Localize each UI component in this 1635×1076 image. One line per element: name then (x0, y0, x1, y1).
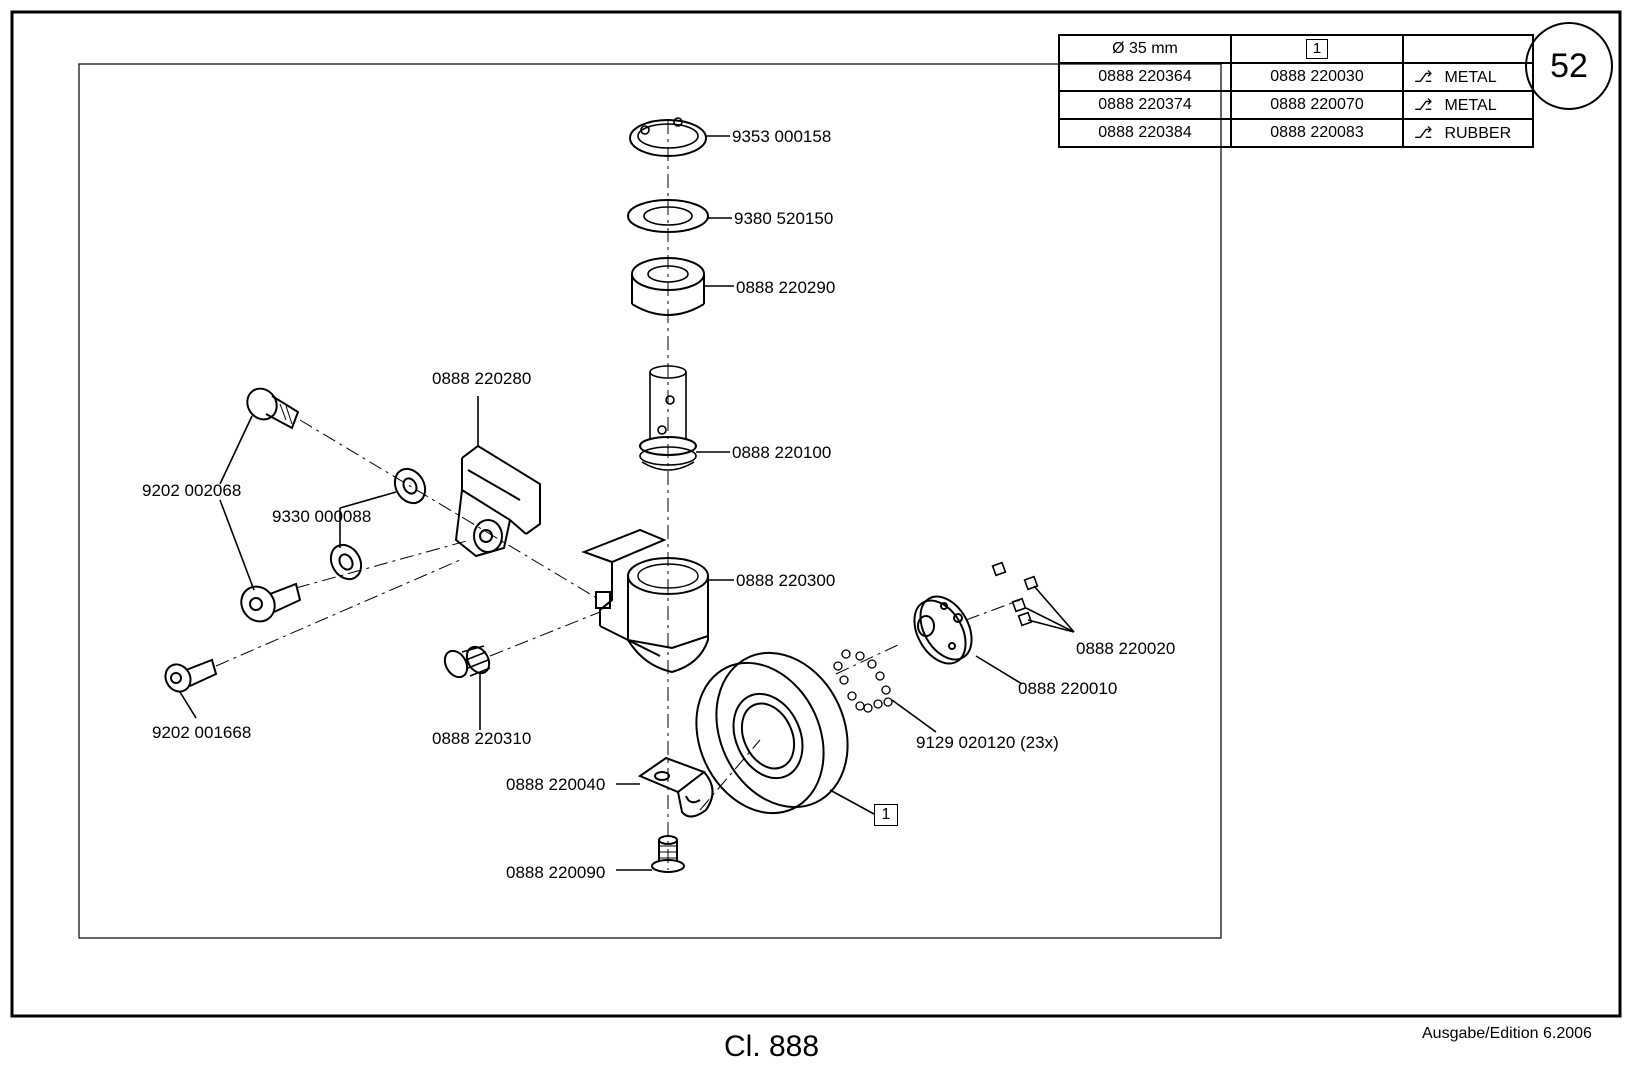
header-box-1: 1 (1306, 39, 1328, 59)
swivel-plate (637, 756, 714, 818)
label-0888-220090: 0888 220090 (506, 863, 606, 882)
washer-9380 (627, 199, 709, 233)
row-material: METAL (1444, 97, 1497, 114)
cap-screw-lower (240, 582, 302, 623)
row-item1: 0888 220070 (1230, 90, 1404, 120)
label-9330-000088: 9330 000088 (272, 507, 372, 526)
label-0888-220280: 0888 220280 (432, 369, 532, 388)
swivel-housing (581, 528, 709, 674)
wheel (695, 651, 849, 815)
cap-screw-upper (246, 387, 300, 430)
row-material: RUBBER (1444, 125, 1512, 142)
drawing-frame (78, 63, 1222, 939)
washer-9330-lower (329, 543, 363, 581)
table-row: 0888 220364 0888 220030 ⎇ METAL (1058, 62, 1534, 92)
label-0888-220300: 0888 220300 (736, 571, 836, 590)
label-0888-220010: 0888 220010 (1018, 679, 1118, 698)
parts-table: Ø 35 mm 1 0888 220364 0888 220030 ⎇ METAL… (1058, 34, 1534, 148)
washer-9330-upper (393, 467, 427, 505)
footer-edition: Ausgabe/Edition 6.2006 (1422, 1025, 1592, 1042)
spring (443, 645, 491, 679)
material-symbol-icon: ⎇ (1414, 125, 1433, 142)
spindle (639, 365, 697, 471)
callout-box-1: 1 (874, 804, 898, 826)
material-symbol-icon: ⎇ (1414, 97, 1433, 114)
label-9202-001668: 9202 001668 (152, 723, 252, 742)
ball-ring (833, 649, 893, 713)
row-material: METAL (1444, 69, 1497, 86)
circlip (629, 117, 707, 157)
bracket (454, 444, 541, 558)
bearing-cylinder (631, 257, 705, 316)
outer-frame (10, 10, 1622, 1018)
nuts (991, 561, 1039, 627)
label-0888-220310: 0888 220310 (432, 729, 532, 748)
label-9129-020120: 9129 020120 (23x) (916, 733, 1059, 752)
table-row: 0888 220374 0888 220070 ⎇ METAL (1058, 90, 1534, 120)
header-material (1402, 34, 1534, 64)
page-number: 52 (1525, 22, 1613, 110)
row-wheel: 0888 220384 (1058, 118, 1232, 148)
label-0888-220290: 0888 220290 (736, 278, 836, 297)
material-symbol-icon: ⎇ (1414, 69, 1433, 86)
screw-090 (651, 835, 685, 873)
row-wheel: 0888 220364 (1058, 62, 1232, 92)
hub-plate (913, 595, 973, 665)
row-wheel: 0888 220374 (1058, 90, 1232, 120)
label-0888-220020: 0888 220020 (1076, 639, 1176, 658)
label-0888-220040: 0888 220040 (506, 775, 606, 794)
table-header-row: Ø 35 mm 1 (1058, 34, 1534, 64)
row-item1: 0888 220030 (1230, 62, 1404, 92)
label-9202-002068: 9202 002068 (142, 481, 242, 500)
row-item1: 0888 220083 (1230, 118, 1404, 148)
table-row: 0888 220384 0888 220083 ⎇ RUBBER (1058, 118, 1534, 148)
cap-screw-small (164, 658, 218, 693)
header-diameter: Ø 35 mm (1058, 34, 1232, 64)
footer-title: Cl. 888 (724, 1030, 820, 1063)
label-0888-220100: 0888 220100 (732, 443, 832, 462)
label-9353-000158: 9353 000158 (732, 127, 832, 146)
label-9380-520150: 9380 520150 (734, 209, 834, 228)
